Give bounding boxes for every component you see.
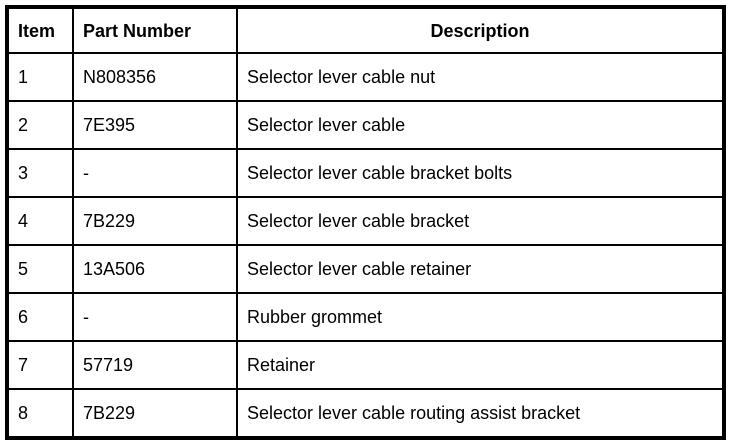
cell-part-number: 7B229 [72,196,238,246]
cell-item: 1 [6,52,74,102]
cell-description: Selector lever cable nut [236,52,725,102]
header-item: Item [6,6,74,54]
cell-item: 3 [6,148,74,198]
cell-part-number: 13A506 [72,244,238,294]
header-row: Item Part Number Description [6,6,725,54]
table-row: 2 7E395 Selector lever cable [6,100,725,150]
cell-item: 5 [6,244,74,294]
parts-table: Item Part Number Description 1 N808356 S… [5,5,726,440]
table-row: 5 13A506 Selector lever cable retainer [6,244,725,294]
cell-item: 8 [6,388,74,439]
table-row: 4 7B229 Selector lever cable bracket [6,196,725,246]
cell-description: Retainer [236,340,725,390]
cell-part-number: - [72,148,238,198]
cell-part-number: 7E395 [72,100,238,150]
cell-description: Selector lever cable [236,100,725,150]
cell-item: 4 [6,196,74,246]
header-part-number: Part Number [72,6,238,54]
cell-part-number: 57719 [72,340,238,390]
cell-item: 6 [6,292,74,342]
cell-description: Rubber grommet [236,292,725,342]
cell-item: 2 [6,100,74,150]
cell-description: Selector lever cable routing assist brac… [236,388,725,439]
table-row: 7 57719 Retainer [6,340,725,390]
cell-description: Selector lever cable retainer [236,244,725,294]
table-row: 3 - Selector lever cable bracket bolts [6,148,725,198]
table-row: 6 - Rubber grommet [6,292,725,342]
table-row: 8 7B229 Selector lever cable routing ass… [6,388,725,439]
cell-description: Selector lever cable bracket bolts [236,148,725,198]
cell-part-number: N808356 [72,52,238,102]
cell-item: 7 [6,340,74,390]
cell-part-number: 7B229 [72,388,238,439]
cell-description: Selector lever cable bracket [236,196,725,246]
table-row: 1 N808356 Selector lever cable nut [6,52,725,102]
cell-part-number: - [72,292,238,342]
header-description: Description [236,6,725,54]
table-header: Item Part Number Description [6,6,725,54]
table-body: 1 N808356 Selector lever cable nut 2 7E3… [6,52,725,439]
